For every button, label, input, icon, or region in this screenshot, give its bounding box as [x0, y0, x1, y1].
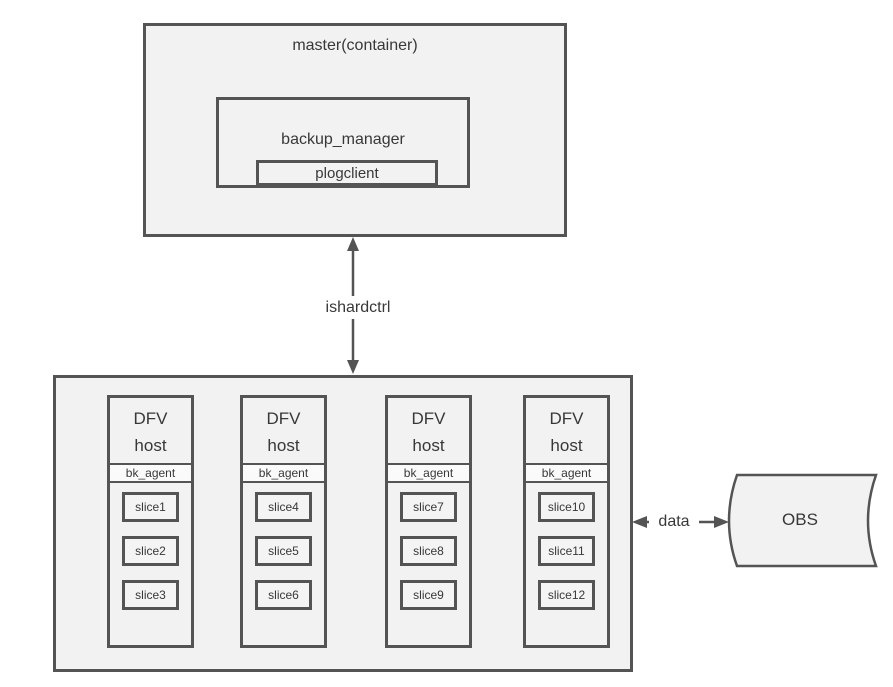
master-container-box: master(container) backup_manager plogcli… — [143, 23, 567, 237]
bk-agent-band: bk_agent — [526, 463, 607, 483]
slice-box: slice5 — [255, 536, 312, 566]
slice-box: slice1 — [122, 492, 179, 522]
slice-box: slice8 — [400, 536, 457, 566]
slice-box: slice6 — [255, 580, 312, 610]
slice-box: slice7 — [400, 492, 457, 522]
arrow-down-head-icon — [347, 360, 359, 374]
dfv-host-title-line2: host — [550, 436, 583, 455]
dfv-cluster-box: DFV host bk_agent slice1 slice2 slice3 D… — [53, 375, 633, 672]
slice-box: slice11 — [538, 536, 595, 566]
plogclient-box: plogclient — [256, 160, 438, 186]
master-container-title: master(container) — [292, 37, 418, 54]
slice-box: slice12 — [538, 580, 595, 610]
slice-box: slice10 — [538, 492, 595, 522]
slice-list: slice7 slice8 slice9 — [388, 483, 469, 645]
slice-box: slice4 — [255, 492, 312, 522]
slice-list: slice10 slice11 slice12 — [526, 483, 607, 645]
dfv-host-title-line1: DFV — [133, 409, 168, 428]
arrow-right-head-icon — [714, 516, 729, 528]
obs-label: OBS — [782, 510, 818, 529]
dfv-host-title: DFV host — [243, 398, 324, 463]
bk-agent-band: bk_agent — [110, 463, 191, 483]
slice-list: slice1 slice2 slice3 — [110, 483, 191, 645]
backup-manager-label: backup_manager — [281, 131, 405, 148]
slice-box: slice9 — [400, 580, 457, 610]
arrow-left-head-icon — [632, 516, 647, 528]
dfv-host-box-2: DFV host bk_agent slice4 slice5 slice6 — [240, 395, 327, 648]
data-label: data — [649, 510, 699, 533]
dfv-host-title: DFV host — [110, 398, 191, 463]
dfv-host-title: DFV host — [388, 398, 469, 463]
arrow-up-head-icon — [347, 237, 359, 251]
dfv-host-box-4: DFV host bk_agent slice10 slice11 slice1… — [523, 395, 610, 648]
dfv-host-box-1: DFV host bk_agent slice1 slice2 slice3 — [107, 395, 194, 648]
bk-agent-label: bk_agent — [541, 466, 592, 480]
bk-agent-band: bk_agent — [388, 463, 469, 483]
dfv-host-title-line2: host — [134, 436, 167, 455]
dfv-host-box-3: DFV host bk_agent slice7 slice8 slice9 — [385, 395, 472, 648]
slice-box: slice2 — [122, 536, 179, 566]
dfv-host-title-line2: host — [412, 436, 445, 455]
bk-agent-label: bk_agent — [125, 466, 176, 480]
bk-agent-label: bk_agent — [403, 466, 454, 480]
dfv-host-title-line2: host — [267, 436, 300, 455]
bk-agent-label: bk_agent — [258, 466, 309, 480]
slice-list: slice4 slice5 slice6 — [243, 483, 324, 645]
ishardctrl-label: ishardctrl — [306, 296, 410, 319]
dfv-host-title-line1: DFV — [411, 409, 446, 428]
slice-box: slice3 — [122, 580, 179, 610]
dfv-host-title-line1: DFV — [549, 409, 584, 428]
dfv-host-title-line1: DFV — [266, 409, 301, 428]
dfv-host-title: DFV host — [526, 398, 607, 463]
bk-agent-band: bk_agent — [243, 463, 324, 483]
